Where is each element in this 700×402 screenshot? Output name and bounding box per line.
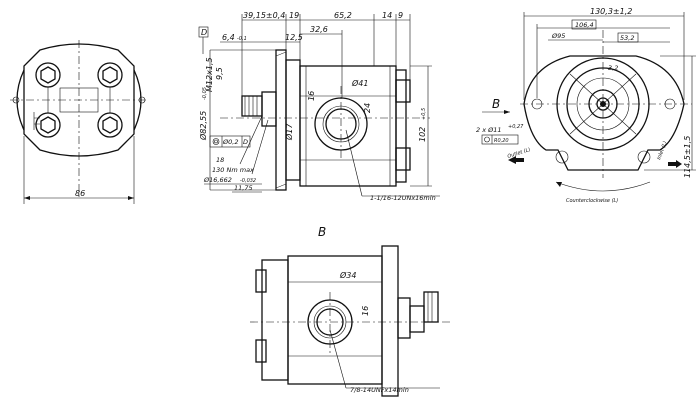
dim-9: 9 bbox=[398, 11, 403, 20]
dim-12-5: 12,5 bbox=[285, 33, 303, 42]
rotation-arc bbox=[555, 181, 651, 192]
inlet-thread-note: 7/8-14UNFx14min bbox=[350, 386, 409, 394]
dim-82-55: Ø82,55 bbox=[198, 111, 208, 141]
shaft-body bbox=[261, 91, 277, 127]
flange-hole-right bbox=[664, 98, 676, 110]
svg-text:-0,05: -0,05 bbox=[202, 87, 208, 100]
dim-9-5: 9,5 bbox=[215, 67, 224, 80]
svg-text:Ø0,2: Ø0,2 bbox=[222, 138, 238, 146]
rear-flange-ears bbox=[16, 69, 142, 131]
mounting-flange bbox=[275, 49, 287, 191]
bottom-view: B Ø34 16 7/8-14UNFx14min bbox=[250, 225, 450, 397]
flange-hole-left bbox=[531, 98, 543, 110]
pilot-outer bbox=[556, 57, 650, 151]
note-18: 18 bbox=[216, 156, 224, 164]
dim-14: 14 bbox=[382, 11, 392, 20]
bottom-flange bbox=[381, 245, 399, 397]
bolt-top-right bbox=[97, 62, 123, 88]
front-view: 130,3±1,2 106,4 Ø95 53,2 3,2 B 2 x Ø11 +… bbox=[476, 7, 696, 204]
port-hole-right bbox=[637, 150, 651, 164]
rear-view: 86 bbox=[10, 40, 148, 204]
svg-text:R0,20: R0,20 bbox=[494, 138, 509, 144]
bolt-top-left bbox=[35, 62, 61, 88]
svg-text:D: D bbox=[243, 138, 248, 146]
inlet-arrow-icon bbox=[676, 160, 682, 168]
dim-port-41: Ø41 bbox=[351, 78, 368, 88]
ear-hole-right bbox=[138, 96, 146, 104]
dim-106-4: 106,4 bbox=[575, 21, 594, 29]
dim-32-6: 32,6 bbox=[310, 25, 328, 34]
dim-39-15: 39,15±0,4 bbox=[243, 11, 285, 20]
dim-16-side: 16 bbox=[307, 91, 316, 101]
svg-text:-0,032: -0,032 bbox=[240, 178, 256, 184]
note-spline: Ø16,662 bbox=[203, 176, 232, 184]
datum-d-label: D bbox=[201, 28, 207, 37]
bolt-bottom-right bbox=[97, 112, 123, 138]
side-view: D 39,15±0,4 bbox=[198, 11, 440, 202]
ear-hole-left bbox=[12, 96, 20, 104]
svg-text:-0,1: -0,1 bbox=[237, 36, 247, 42]
rear-cover bbox=[395, 69, 407, 183]
front-width-dim: 130,3±1,2 bbox=[590, 7, 632, 16]
front-flange-outline bbox=[523, 55, 685, 171]
dim-53-2: 53,2 bbox=[620, 34, 634, 42]
outlet-arrow-icon bbox=[508, 156, 516, 164]
bottom-body bbox=[287, 255, 383, 385]
view-b-title: B bbox=[318, 225, 326, 239]
bottom-shaft bbox=[409, 305, 425, 333]
view-b-marker: B bbox=[492, 97, 500, 111]
dim-65-2: 65,2 bbox=[334, 11, 352, 20]
dim-port-34: Ø34 bbox=[339, 270, 356, 280]
dim-16-bottom: 16 bbox=[361, 306, 370, 316]
position-tol-frame bbox=[481, 134, 519, 145]
note-torque: 130 Nm max bbox=[212, 166, 254, 174]
svg-text:+0,27: +0,27 bbox=[508, 124, 524, 130]
svg-text:+0,5: +0,5 bbox=[421, 108, 427, 120]
rotation-label: Counterclockwise (L) bbox=[566, 198, 618, 204]
dim-3-2: 3,2 bbox=[608, 64, 618, 72]
dim-17: Ø17 bbox=[284, 123, 294, 141]
rear-width-dim: 86 bbox=[75, 189, 85, 198]
shaft-circle bbox=[588, 89, 618, 119]
bolt-bottom-left bbox=[35, 112, 61, 138]
port-thread-note: 1-1/16-12UNx16min bbox=[370, 194, 436, 202]
dim-m12: M12x1,5 bbox=[205, 57, 214, 92]
port-hole-left bbox=[555, 150, 569, 164]
dim-95: Ø95 bbox=[551, 32, 565, 40]
dim-19: 19 bbox=[289, 11, 299, 20]
front-height-dim: 114,5±1,5 bbox=[683, 136, 692, 178]
pump-body bbox=[299, 65, 397, 187]
holes-note: 2 x Ø11 bbox=[476, 126, 502, 134]
dim-24: 24 bbox=[363, 103, 372, 113]
rear-body-outline bbox=[23, 43, 135, 157]
dim-102: 102 bbox=[418, 127, 427, 142]
dim-11-75: 11,75 bbox=[234, 184, 253, 192]
outlet-label: Outlet (L) bbox=[507, 147, 532, 160]
dim-6-4: 6,4 bbox=[222, 33, 235, 42]
